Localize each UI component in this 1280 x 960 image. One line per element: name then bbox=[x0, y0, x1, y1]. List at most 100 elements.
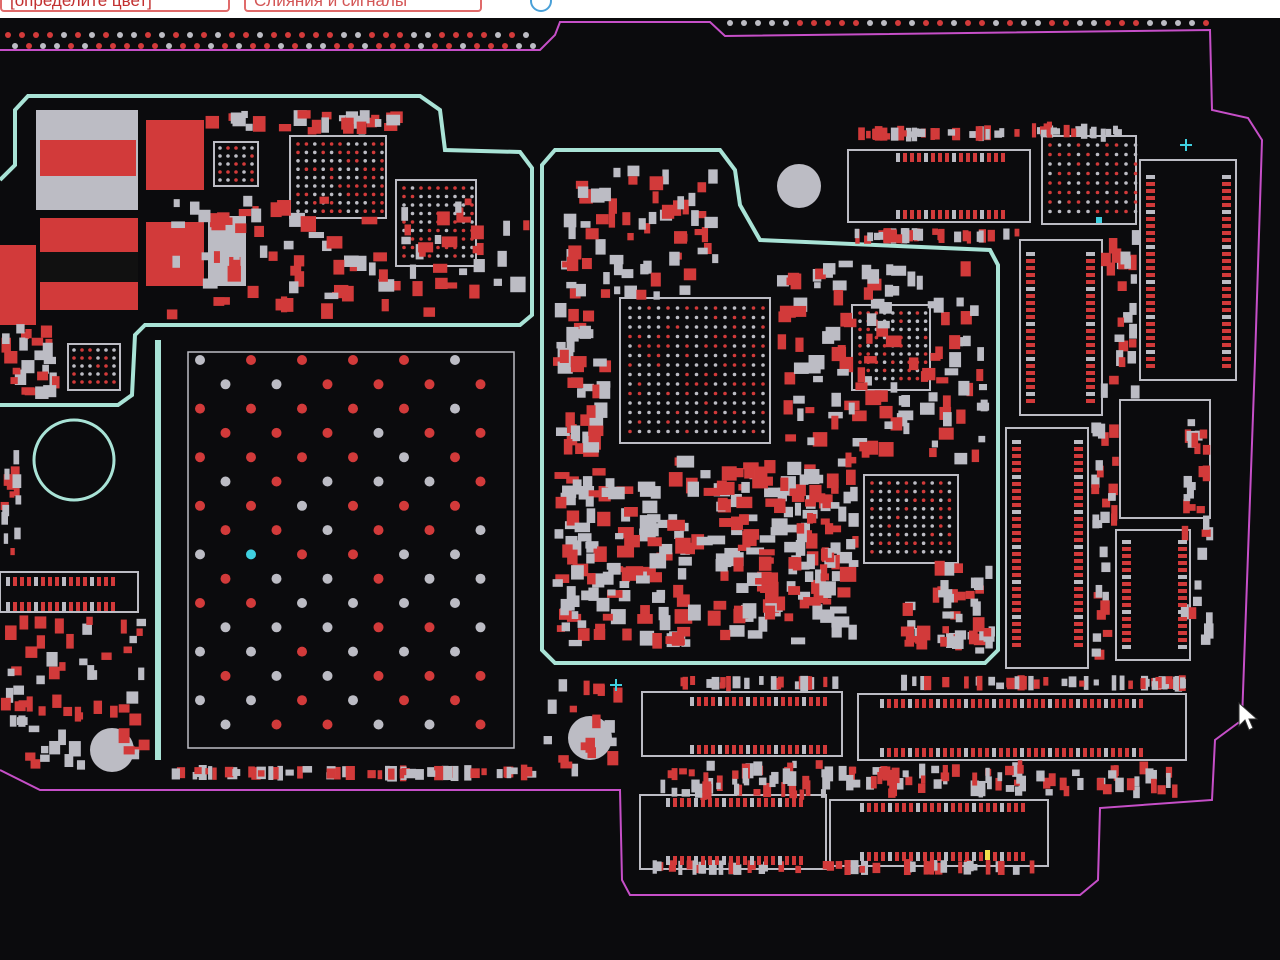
edge-pad bbox=[965, 20, 971, 26]
connector-pin bbox=[985, 748, 989, 757]
smd-pad bbox=[1123, 312, 1133, 323]
smd-pad bbox=[574, 522, 591, 533]
smd-pad bbox=[897, 125, 905, 141]
bga-ball bbox=[346, 150, 351, 155]
connector-pin bbox=[959, 210, 963, 219]
bga-ball bbox=[1048, 152, 1052, 157]
connector-pin bbox=[673, 798, 677, 807]
smd-pad bbox=[797, 591, 811, 600]
bga-ball bbox=[271, 427, 282, 438]
edge-pad bbox=[979, 20, 985, 26]
bga-ball bbox=[297, 598, 307, 608]
connector-pin bbox=[1026, 357, 1035, 361]
bga-ball bbox=[742, 401, 746, 405]
connector-pin bbox=[971, 699, 975, 708]
smd-pad bbox=[1183, 499, 1190, 514]
connector-pin bbox=[937, 852, 941, 861]
bga-ball bbox=[947, 489, 952, 494]
edge-pad bbox=[811, 20, 817, 26]
bga-ball bbox=[1124, 171, 1128, 176]
bga-ball bbox=[751, 353, 756, 358]
bga-ball bbox=[694, 306, 699, 310]
smd-pad bbox=[1187, 419, 1196, 427]
bga-ball bbox=[666, 372, 670, 377]
connector-pin bbox=[715, 798, 719, 807]
bga-ball bbox=[647, 410, 651, 415]
smd-pad bbox=[5, 687, 14, 703]
connector-pin bbox=[992, 699, 996, 708]
bga-ball bbox=[896, 532, 900, 537]
smd-pad bbox=[855, 382, 868, 391]
connector-pin bbox=[880, 699, 884, 708]
smd-pad bbox=[759, 549, 775, 556]
smd-pad bbox=[13, 685, 25, 695]
smd-pad bbox=[812, 604, 823, 620]
connector-pin bbox=[1146, 343, 1155, 347]
smd-pad bbox=[900, 130, 907, 137]
smd-pad bbox=[76, 760, 86, 770]
smd-pad bbox=[401, 207, 409, 221]
connector-pin bbox=[964, 699, 968, 708]
smd-pad bbox=[604, 720, 615, 733]
smd-pad bbox=[637, 614, 653, 624]
smd-pad bbox=[554, 472, 570, 479]
smd-pad bbox=[682, 199, 689, 215]
smd-pad bbox=[609, 254, 624, 265]
connector-pin bbox=[950, 748, 954, 757]
edge-pad bbox=[201, 32, 207, 38]
smd-pad bbox=[942, 395, 951, 409]
smd-pad bbox=[580, 221, 591, 228]
bga-ball bbox=[647, 391, 651, 396]
smd-pad bbox=[1139, 761, 1149, 775]
bga-ball bbox=[1105, 190, 1109, 195]
bga-ball bbox=[226, 178, 230, 182]
smd-pad bbox=[947, 129, 956, 136]
smd-pad bbox=[251, 208, 262, 223]
smd-pad bbox=[678, 860, 683, 875]
bga-ball bbox=[355, 184, 359, 188]
bga-ball bbox=[453, 254, 457, 258]
smd-pad bbox=[637, 481, 656, 492]
define-color-button[interactable]: [определите цвет] bbox=[0, 0, 230, 12]
connector-pin bbox=[929, 748, 933, 757]
bga-ball bbox=[637, 372, 642, 377]
smd-pad bbox=[1100, 383, 1108, 398]
connector-pin bbox=[1026, 371, 1035, 375]
smd-pad bbox=[694, 228, 703, 236]
smd-pad bbox=[737, 544, 751, 551]
smd-pad bbox=[679, 768, 687, 775]
merges-signals-button[interactable]: Слияния и сигналы bbox=[244, 0, 482, 12]
smd-pad bbox=[681, 639, 691, 647]
smd-pad bbox=[523, 766, 533, 777]
smd-pad bbox=[713, 600, 727, 610]
smd-pad bbox=[367, 770, 376, 779]
smd-pad bbox=[1187, 607, 1197, 620]
smd-pad bbox=[173, 199, 180, 208]
smd-pad bbox=[569, 705, 577, 713]
connector-pin bbox=[1062, 699, 1066, 708]
connector-pin bbox=[687, 856, 691, 865]
connector-pin bbox=[1086, 315, 1095, 319]
smd-pad bbox=[819, 581, 836, 596]
pcb-canvas[interactable] bbox=[0, 18, 1280, 960]
connector-pin bbox=[1074, 580, 1083, 584]
smd-pad bbox=[763, 861, 768, 872]
globe-icon[interactable] bbox=[530, 0, 552, 12]
connector-pin bbox=[1026, 329, 1035, 333]
smd-pad bbox=[1130, 274, 1137, 284]
connector-pin bbox=[1086, 280, 1095, 284]
bga-ball bbox=[313, 142, 317, 146]
connector-pin bbox=[1222, 350, 1231, 354]
smd-pad bbox=[1186, 430, 1197, 441]
smd-pad bbox=[923, 860, 929, 875]
bga-ball bbox=[751, 382, 756, 386]
bga-ball bbox=[424, 573, 435, 584]
edge-pad bbox=[376, 43, 382, 49]
bga-ball bbox=[304, 192, 309, 197]
bga-ball bbox=[1133, 190, 1138, 195]
bga-ball bbox=[96, 356, 100, 360]
smd-pad bbox=[377, 770, 383, 780]
smd-pad bbox=[592, 714, 601, 729]
edge-pad bbox=[12, 43, 18, 49]
connector-pin bbox=[739, 745, 743, 754]
